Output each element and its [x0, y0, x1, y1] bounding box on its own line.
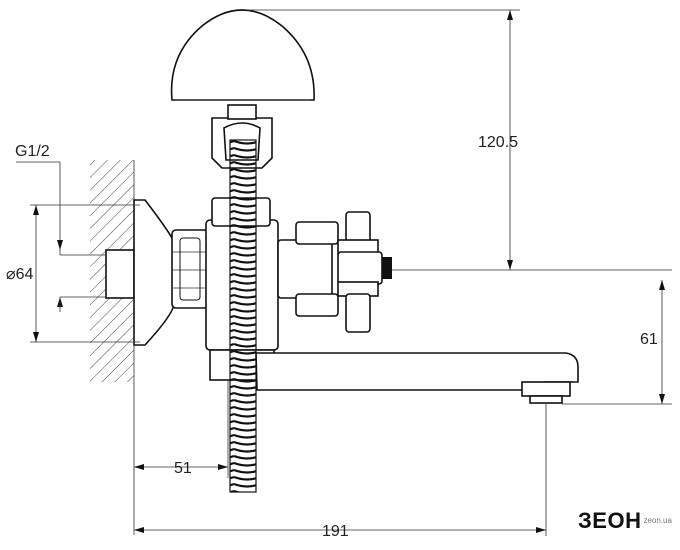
dimension-spout-reach: 191: [134, 404, 547, 540]
shower-hose: [229, 139, 257, 493]
inlet-pipe: [105, 249, 135, 299]
eccentric-nut: [171, 229, 209, 309]
dimension-spout-reach-label: 191: [322, 523, 349, 540]
logo-word: ЗЕОН: [578, 508, 642, 533]
dimension-wall-offset-label: 51: [174, 460, 192, 477]
dimension-thread: G1/2: [15, 143, 106, 312]
logo-sub: zeon.ua: [643, 516, 672, 525]
dimension-spout-height-label: 61: [640, 331, 658, 348]
dimension-spout-height: 61: [520, 269, 672, 405]
spout-aerator: [521, 381, 571, 404]
dimension-flange-diameter: ⌀64: [6, 204, 140, 343]
zeon-logo: ЗЕОН zeon.ua: [578, 508, 672, 534]
lower-cross-handle: [337, 281, 379, 333]
dimension-shower-height: 120.5: [244, 9, 520, 271]
dimension-shower-height-label: 120.5: [478, 134, 518, 151]
dimension-wall-offset: 51: [134, 380, 229, 478]
dimension-thread-label: G1/2: [15, 143, 50, 160]
wall: [90, 160, 135, 535]
handle-valve-stem: [337, 251, 392, 285]
wall-flange: [133, 199, 174, 346]
upper-cross-handle: [337, 211, 379, 261]
shower-head: [170, 9, 315, 101]
dimension-flange-diameter-label: ⌀64: [6, 266, 34, 283]
